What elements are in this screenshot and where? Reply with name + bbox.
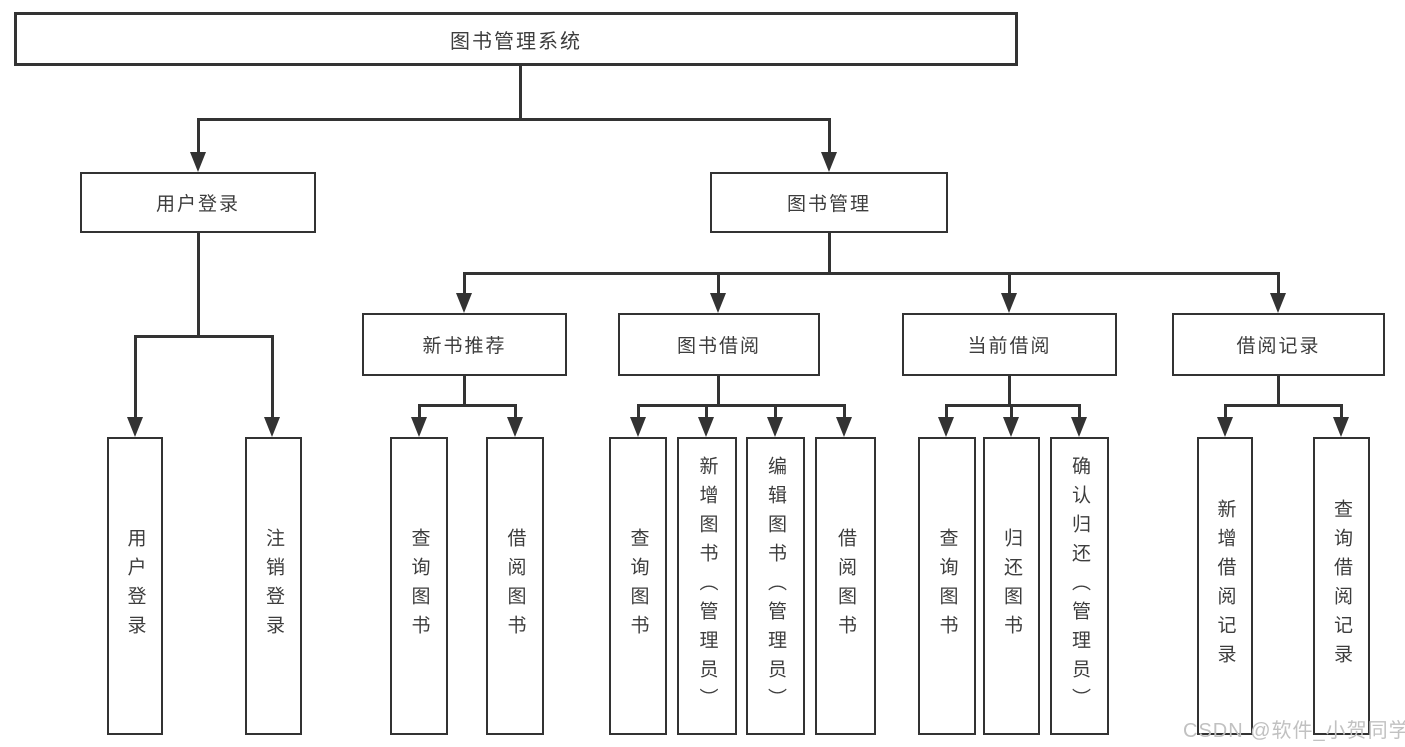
arrow-down-icon: [821, 152, 837, 172]
arrow-down-icon: [1270, 293, 1286, 313]
arrow-down-icon: [698, 417, 714, 437]
arrow-down-icon: [127, 417, 143, 437]
arrow-down-icon: [1333, 417, 1349, 437]
node-user-login-leaf: 用户登录: [107, 437, 163, 735]
connector-line: [1277, 376, 1280, 407]
arrow-down-icon: [767, 417, 783, 437]
connector-line: [463, 272, 1280, 275]
connector-line: [514, 404, 517, 418]
connector-line: [197, 118, 831, 121]
arrow-down-icon: [1217, 417, 1233, 437]
node-current-borrow: 当前借阅: [902, 313, 1117, 376]
node-logout-leaf: 注销登录: [245, 437, 302, 735]
arrow-down-icon: [1001, 293, 1017, 313]
connector-line: [945, 404, 948, 418]
node-edit-book-admin: 编辑图书（管理员）: [746, 437, 805, 735]
node-query-books-newbook: 查询图书: [390, 437, 448, 735]
node-library-system: 图书管理系统: [14, 12, 1018, 66]
node-borrow-books-newbook: 借阅图书: [486, 437, 544, 735]
connector-line: [418, 404, 421, 418]
connector-line: [1224, 404, 1343, 407]
connector-line: [828, 118, 831, 154]
node-add-book-admin: 新增图书（管理员）: [677, 437, 737, 735]
connector-line: [1008, 272, 1011, 294]
node-new-book-recommend: 新书推荐: [362, 313, 567, 376]
node-borrow-books-borrow: 借阅图书: [815, 437, 876, 735]
connector-line: [271, 335, 274, 417]
connector-line: [705, 404, 708, 418]
arrow-down-icon: [1071, 417, 1087, 437]
arrow-down-icon: [456, 293, 472, 313]
arrow-down-icon: [710, 293, 726, 313]
node-query-books-current: 查询图书: [918, 437, 976, 735]
connector-line: [1010, 404, 1013, 418]
node-add-borrow-record: 新增借阅记录: [1197, 437, 1253, 735]
connector-line: [828, 233, 831, 275]
arrow-down-icon: [1003, 417, 1019, 437]
connector-line: [463, 272, 466, 294]
connector-line: [717, 272, 720, 294]
arrow-down-icon: [411, 417, 427, 437]
arrow-down-icon: [938, 417, 954, 437]
node-borrow-records: 借阅记录: [1172, 313, 1385, 376]
connector-line: [1224, 404, 1227, 418]
connector-line: [774, 404, 777, 418]
connector-line: [843, 404, 846, 418]
connector-line: [134, 335, 137, 417]
arrow-down-icon: [264, 417, 280, 437]
connector-line: [519, 66, 522, 118]
node-query-borrow-record: 查询借阅记录: [1313, 437, 1370, 735]
node-user-login: 用户登录: [80, 172, 316, 233]
arrow-down-icon: [507, 417, 523, 437]
connector-line: [637, 404, 846, 407]
connector-line: [717, 376, 720, 407]
connector-line: [1008, 376, 1011, 407]
node-return-books: 归还图书: [983, 437, 1040, 735]
node-book-borrow: 图书借阅: [618, 313, 820, 376]
connector-line: [134, 335, 273, 338]
connector-line: [1078, 404, 1081, 418]
node-book-management: 图书管理: [710, 172, 948, 233]
connector-line: [463, 376, 466, 407]
watermark-text: CSDN @软件_小贺同学: [1183, 720, 1405, 742]
arrow-down-icon: [836, 417, 852, 437]
node-confirm-return-admin: 确认归还（管理员）: [1050, 437, 1109, 735]
connector-line: [637, 404, 640, 418]
connector-line: [1277, 272, 1280, 294]
arrow-down-icon: [190, 152, 206, 172]
arrow-down-icon: [630, 417, 646, 437]
connector-line: [1340, 404, 1343, 418]
connector-line: [197, 118, 200, 154]
connector-line: [197, 233, 200, 335]
connector-line: [418, 404, 517, 407]
node-query-books-borrow: 查询图书: [609, 437, 667, 735]
